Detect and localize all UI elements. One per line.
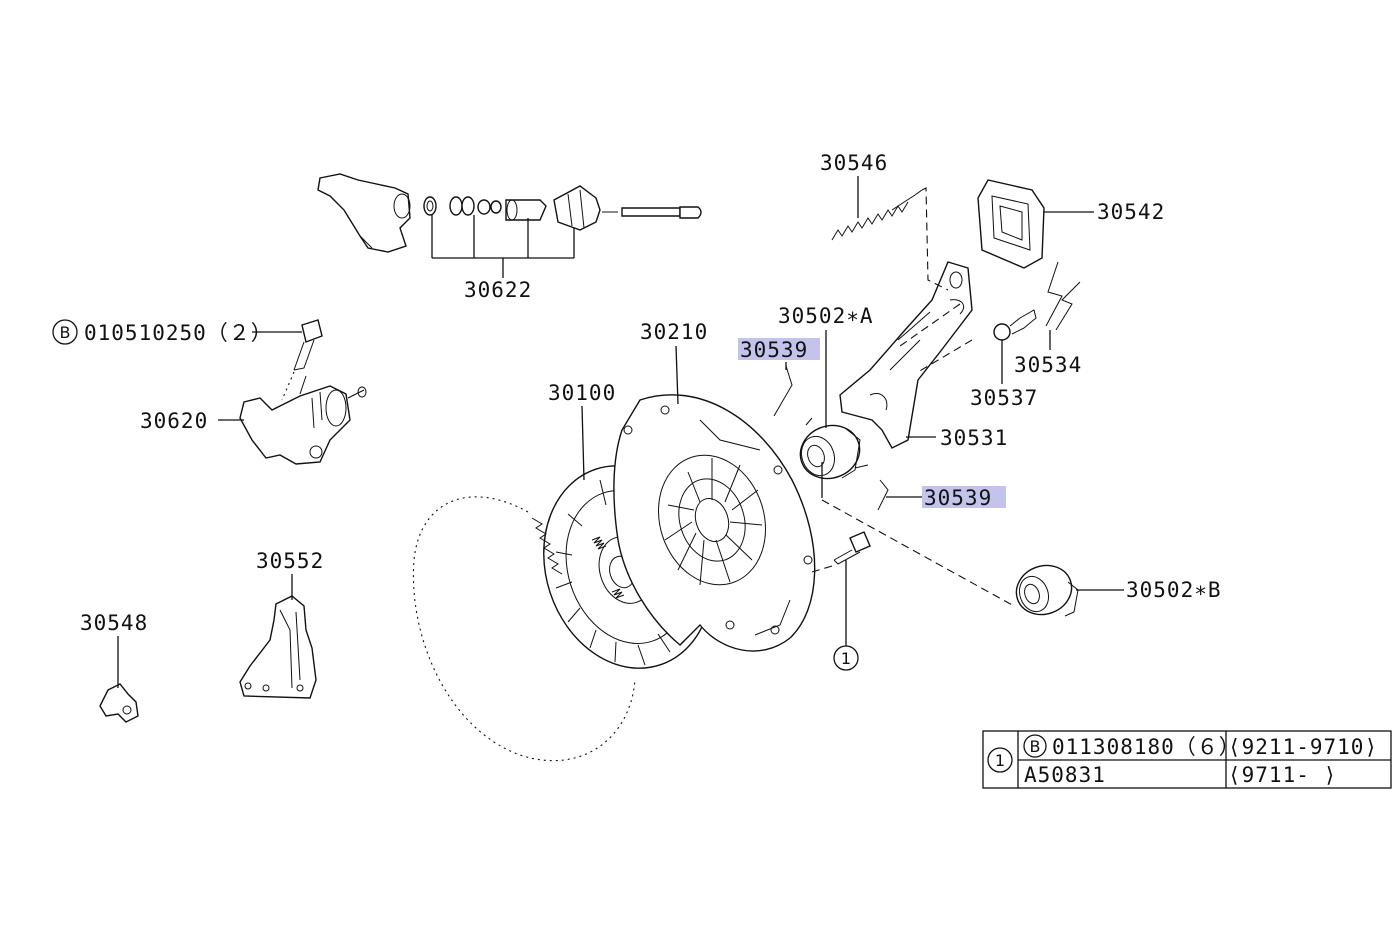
release-fork — [839, 261, 973, 449]
label-30534: 30534 — [1014, 353, 1082, 377]
label-30548: 30548 — [80, 611, 148, 635]
wire-clip — [1045, 261, 1081, 331]
callout-1-circle — [833, 645, 859, 671]
label-30502b: 30502∗B — [1126, 578, 1222, 602]
pressure-plate — [613, 394, 816, 652]
label-30620: 30620 — [140, 409, 208, 433]
master-cylinder — [317, 173, 702, 253]
label-30542: 30542 — [1097, 200, 1165, 224]
label-30537: 30537 — [970, 386, 1038, 410]
table-ref-circle — [987, 747, 1013, 773]
release-bearing-b — [1015, 564, 1079, 617]
retainer-clip-b — [877, 479, 889, 511]
label-30100: 30100 — [548, 381, 616, 405]
fork-spring — [831, 189, 923, 241]
table-row1-range: ⟨9211-9710⟩ — [1228, 735, 1378, 759]
table-row1-circle-letter: B — [1030, 737, 1041, 756]
label-30546: 30546 — [820, 151, 888, 175]
bolt-note-text: 010510250（２） — [84, 321, 273, 345]
table-row2-part: A50831 — [1024, 763, 1106, 787]
label-30502a: 30502∗A — [778, 304, 874, 328]
cylinder-bolt — [281, 319, 323, 401]
pivot-ball — [993, 309, 1037, 341]
label-30552: 30552 — [256, 549, 324, 573]
operating-cylinder — [239, 375, 367, 465]
leader-lines — [117, 176, 1124, 688]
release-bearing-a — [799, 417, 869, 480]
cover-bolt — [833, 531, 871, 565]
bracket-30552 — [239, 595, 317, 699]
bolt-note: B 010510250（２） — [52, 319, 273, 345]
dust-boot — [977, 179, 1045, 269]
retainer-clip-a — [773, 365, 793, 417]
label-30210: 30210 — [640, 320, 708, 344]
bracket-30548 — [99, 683, 139, 723]
table-ref-number: 1 — [995, 751, 1005, 770]
highlight-30539-b — [922, 486, 1006, 508]
label-30622: 30622 — [464, 278, 532, 302]
callout-1-number: 1 — [841, 649, 851, 668]
master-cylinder-leaders — [431, 215, 575, 278]
bolt-note-circle-letter: B — [60, 323, 71, 342]
highlight-30539-a — [738, 338, 820, 360]
table-row2-range: ⟨9711- ⟩ — [1228, 763, 1337, 787]
bolt-note-circle — [52, 319, 78, 345]
reference-table: 1 B 011308180（６） ⟨9211-9710⟩ A50831 ⟨971… — [982, 730, 1392, 789]
label-30539-b: 30539 — [924, 486, 992, 510]
callout-1: 1 — [833, 645, 859, 671]
table-row1-part: 011308180（６） — [1052, 735, 1241, 759]
label-30531: 30531 — [940, 426, 1008, 450]
assembly-lines — [811, 187, 1015, 607]
table-row1-circle — [1023, 734, 1047, 758]
label-30539-a: 30539 — [740, 338, 808, 362]
